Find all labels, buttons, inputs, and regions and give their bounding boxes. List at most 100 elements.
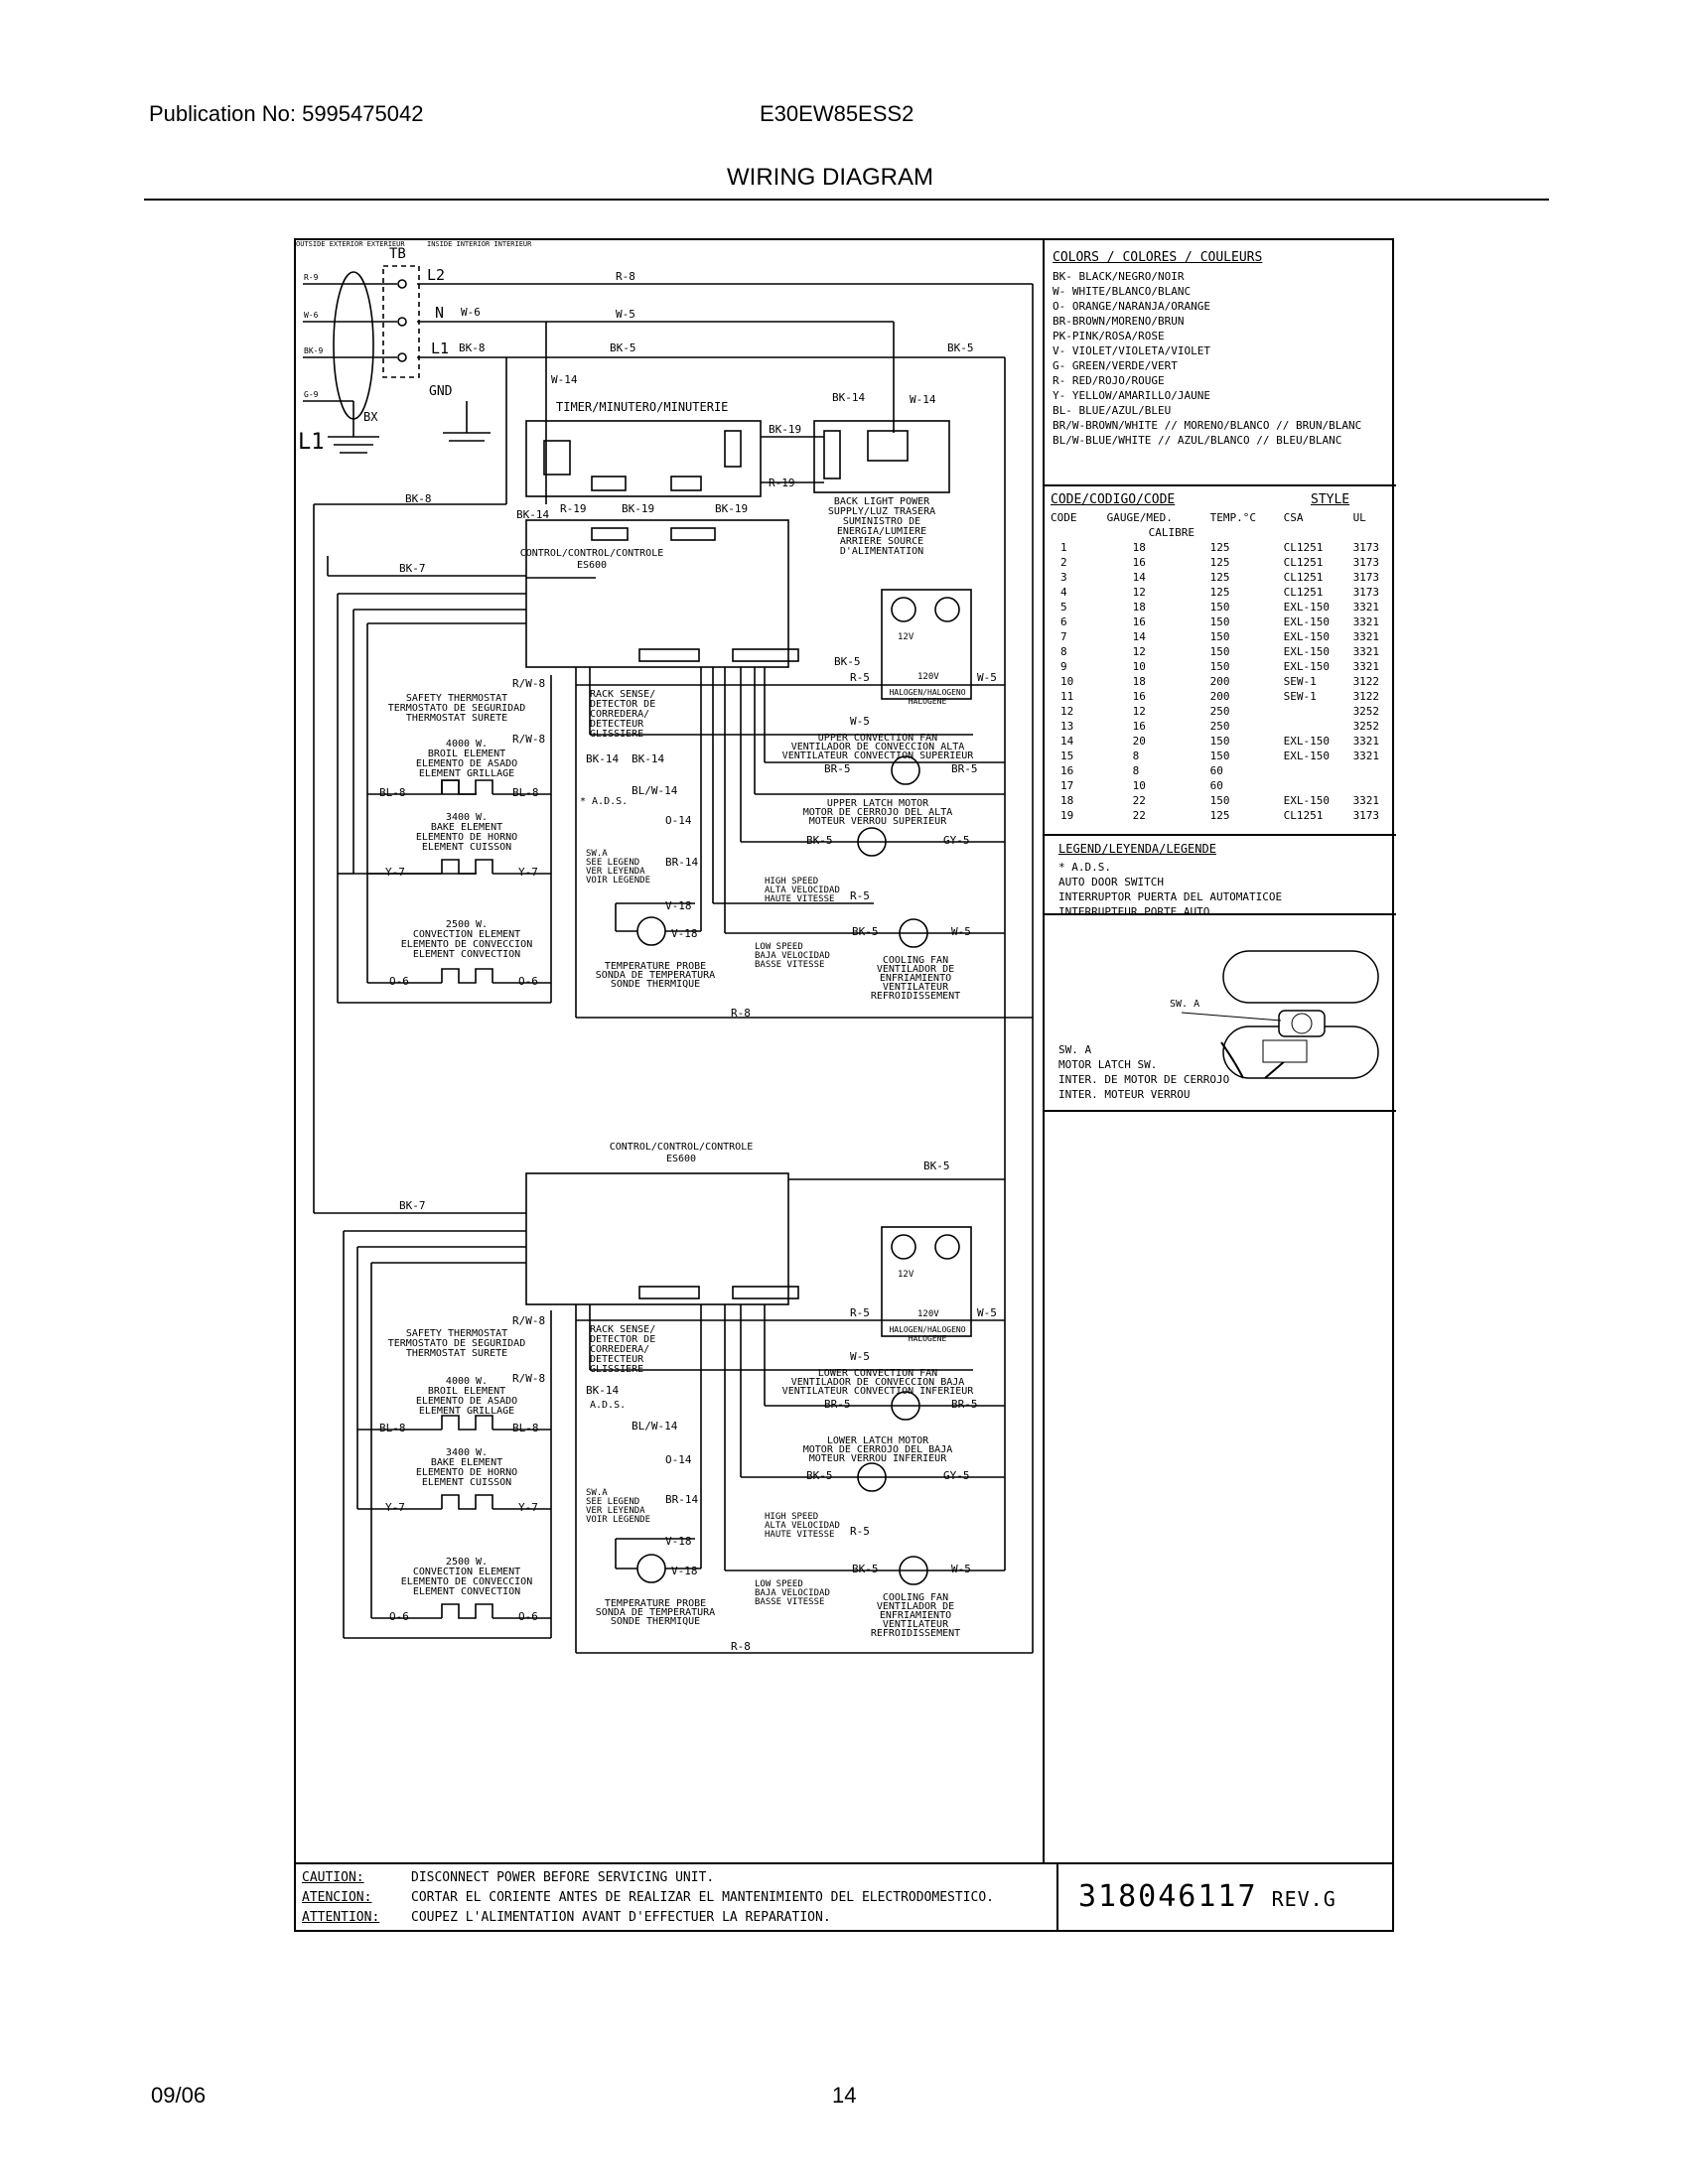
revision: REV.G bbox=[1271, 1887, 1336, 1911]
codes-header-cell: CODE bbox=[1051, 511, 1077, 524]
codes-header-cell: CSA bbox=[1283, 511, 1304, 524]
legend-line: INTER. MOTEUR VERROU bbox=[1058, 1088, 1191, 1101]
codes-cell: 10 bbox=[1060, 675, 1074, 688]
codes-cell: 10 bbox=[1132, 779, 1146, 792]
codes-cell: 3173 bbox=[1352, 556, 1380, 569]
colors-legend: COLORS / COLORES / COULEURS BK- BLACK/NE… bbox=[1053, 250, 1390, 448]
codes-cell: 200 bbox=[1209, 690, 1230, 703]
codes-cell: 13 bbox=[1060, 720, 1074, 733]
color-legend-item: G- GREEN/VERDE/VERT bbox=[1053, 359, 1178, 372]
codes-cell: 150 bbox=[1209, 735, 1230, 748]
codes-cell: 7 bbox=[1060, 630, 1067, 643]
codes-cell: SEW-1 bbox=[1283, 690, 1317, 703]
codes-cell: EXL-150 bbox=[1283, 645, 1330, 658]
codes-cell bbox=[1280, 704, 1349, 719]
calibre-label: CALIBRE bbox=[1148, 526, 1195, 539]
codes-cell: 8 bbox=[1060, 645, 1067, 658]
codes-cell: 3122 bbox=[1352, 675, 1380, 688]
codes-cell: EXL-150 bbox=[1283, 750, 1330, 762]
caution-text-en: DISCONNECT POWER BEFORE SERVICING UNIT. bbox=[411, 1870, 715, 1885]
codes-header-cell: GAUGE/MED. bbox=[1106, 511, 1173, 524]
codes-cell: 150 bbox=[1209, 794, 1230, 807]
codes-cell: 12 bbox=[1060, 705, 1074, 718]
codes-cell: 125 bbox=[1209, 556, 1230, 569]
color-legend-item: V- VIOLET/VIOLETA/VIOLET bbox=[1053, 344, 1210, 357]
codes-cell: 14 bbox=[1060, 735, 1074, 748]
codes-cell: 3321 bbox=[1352, 750, 1380, 762]
codes-cell: 16 bbox=[1132, 690, 1146, 703]
colors-legend-title: COLORS / COLORES / COULEURS bbox=[1053, 250, 1263, 265]
footer-page: 14 bbox=[832, 2083, 857, 2108]
codes-cell: 6 bbox=[1060, 615, 1067, 628]
codes-cell: 3321 bbox=[1352, 660, 1380, 673]
legend-line: * A.D.S. bbox=[1058, 861, 1111, 874]
legend-line: AUTO DOOR SWITCH bbox=[1058, 876, 1164, 888]
part-number-box: 318046117 REV.G bbox=[1056, 1862, 1394, 1932]
color-legend-item: BR-BROWN/MORENO/BRUN bbox=[1053, 315, 1185, 328]
legend-line: INTERRUPTOR PUERTA DEL AUTOMATICOE bbox=[1058, 890, 1283, 903]
codes-title: CODE/CODIGO/CODE bbox=[1051, 492, 1176, 507]
codes-cell: 3321 bbox=[1352, 645, 1380, 658]
codes-cell: 22 bbox=[1132, 794, 1146, 807]
codes-cell: 18 bbox=[1132, 601, 1146, 614]
codes-cell: 18 bbox=[1132, 675, 1146, 688]
codes-cell bbox=[1349, 778, 1392, 793]
codes-cell: EXL-150 bbox=[1283, 660, 1330, 673]
codes-cell bbox=[1280, 778, 1349, 793]
codes-cell: 150 bbox=[1209, 615, 1230, 628]
caution-block: CAUTION: DISCONNECT POWER BEFORE SERVICIN… bbox=[294, 1862, 1394, 1932]
color-legend-item: PK-PINK/ROSA/ROSE bbox=[1053, 330, 1165, 342]
codes-cell: 11 bbox=[1060, 690, 1074, 703]
color-legend-item: O- ORANGE/NARANJA/ORANGE bbox=[1053, 300, 1210, 313]
codes-cell: 10 bbox=[1132, 660, 1146, 673]
latch-sw-a-label: SW. A bbox=[1170, 999, 1199, 1010]
codes-cell: 3321 bbox=[1352, 601, 1380, 614]
caution-row-fr: ATTENTION:COUPEZ L'ALIMENTATION AVANT D'… bbox=[302, 1910, 831, 1925]
color-legend-item: BL/W-BLUE/WHITE // AZUL/BLANCO // BLEU/B… bbox=[1053, 434, 1342, 447]
caution-label-en: CAUTION: bbox=[302, 1870, 364, 1885]
codes-header-cell: TEMP.°C bbox=[1209, 511, 1257, 524]
color-legend-item: BL- BLUE/AZUL/BLEU bbox=[1053, 404, 1172, 417]
header-rule bbox=[144, 199, 1549, 201]
codes-cell: 3321 bbox=[1352, 615, 1380, 628]
codes-cell: 3173 bbox=[1352, 541, 1380, 554]
footer-date: 09/06 bbox=[151, 2083, 207, 2108]
codes-cell: 125 bbox=[1209, 571, 1230, 584]
codes-cell: 8 bbox=[1132, 750, 1140, 762]
codes-cell: 5 bbox=[1060, 601, 1067, 614]
codes-cell: 20 bbox=[1132, 735, 1146, 748]
diagram-frame bbox=[294, 238, 1394, 1932]
caution-row-es: ATENCION:CORTAR EL CORIENTE ANTES DE REA… bbox=[302, 1890, 994, 1905]
codes-cell: CL1251 bbox=[1283, 556, 1324, 569]
caution-row-en: CAUTION: DISCONNECT POWER BEFORE SERVICIN… bbox=[302, 1870, 714, 1885]
caution-label-es: ATENCION: bbox=[302, 1890, 372, 1905]
codes-cell: 3122 bbox=[1352, 690, 1380, 703]
codes-cell: 150 bbox=[1209, 630, 1230, 643]
legend-line: MOTOR LATCH SW. bbox=[1058, 1058, 1158, 1071]
caution-label-fr: ATTENTION: bbox=[302, 1910, 380, 1925]
page-title: WIRING DIAGRAM bbox=[727, 164, 933, 191]
codes-cell: 22 bbox=[1132, 809, 1146, 822]
codes-cell: 16 bbox=[1132, 720, 1146, 733]
codes-cell: 150 bbox=[1209, 660, 1230, 673]
codes-cell: 125 bbox=[1209, 809, 1230, 822]
codes-cell: 16 bbox=[1132, 556, 1146, 569]
part-number: 318046117 bbox=[1078, 1879, 1258, 1914]
codes-cell: 3321 bbox=[1352, 735, 1380, 748]
